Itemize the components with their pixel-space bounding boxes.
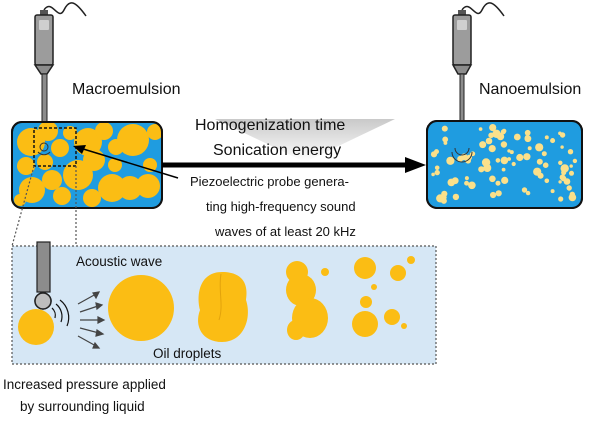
nano-droplet [536,158,543,165]
nano-droplet [490,191,497,199]
process-arrow [162,157,426,173]
wave-arcs [51,299,70,327]
nano-droplet [501,176,509,184]
fan-shape [215,119,395,162]
nano-droplet [440,197,447,204]
deforming-droplet [198,272,248,342]
nano-droplet [524,129,531,136]
nano-droplet [489,175,496,183]
nano-droplet [464,176,469,181]
splitting-droplet [286,261,329,340]
nano-droplet [569,164,573,168]
nano-droplet [566,185,572,191]
nano-droplet [442,136,449,143]
nano-droplet [500,141,508,148]
nano-droplet [524,135,532,143]
nano-droplet [495,158,501,163]
nano-droplet [478,166,485,173]
probe-description-line2: ting high-frequency sound [206,199,356,214]
nano-droplet [434,165,440,171]
probe-description-line1: Piezoelectric probe genera- [190,174,349,189]
nano-droplet [558,160,563,165]
nano-droplet [478,127,483,131]
nano-droplet [550,138,556,144]
nano-droplet [561,169,567,176]
inset-panel [11,241,437,365]
nano-droplet [550,189,555,194]
nano-droplet [542,162,549,168]
nano-droplet [495,180,501,186]
nano-droplet [430,151,438,158]
nano-droplet [488,145,496,153]
nano-droplet [569,191,575,197]
nano-droplet [525,190,531,196]
nano-droplet [521,187,528,193]
nano-droplet [446,156,455,165]
nano-droplet [509,150,514,155]
nano-droplet [464,180,469,186]
nano-droplet [485,137,493,145]
nano-droplet [434,169,440,176]
nano-droplet [481,158,491,167]
nano-droplet [544,178,550,184]
nano-droplet [463,154,467,159]
nanoemulsion-box [426,120,583,209]
nano-droplet [495,190,502,197]
nano-droplet [447,178,456,187]
nano-droplet [452,193,460,201]
nano-droplet [496,132,505,141]
oil-droplets-label: Oil droplets [153,346,222,361]
nano-droplet [567,149,574,155]
small-droplets [352,256,415,337]
macroemulsion-label: Macroemulsion [72,81,180,98]
nano-droplet [468,181,476,190]
pressure-description-line1: Increased pressure applied [3,377,166,392]
nano-droplet [507,149,511,153]
nano-droplet [533,167,542,176]
nano-droplet [558,196,564,202]
nano-droplet [544,135,549,140]
nano-droplet [488,132,494,139]
nano-droplet [560,145,564,149]
nano-droplet [535,143,544,152]
probe-callout-arrow [73,145,179,179]
acoustic-wave-label: Acoustic wave [76,254,162,269]
nano-droplet [560,175,567,182]
nano-droplet [431,172,435,177]
nano-droplet [516,153,524,162]
homogenization-time-label: Homogenization time [195,117,345,134]
nano-droplet [511,161,516,167]
nano-droplet [507,157,511,161]
nano-droplet [527,146,532,151]
nano-droplet [558,180,562,184]
probe-description-line3: waves of at least 20 kHz [214,224,356,239]
nano-droplet [466,154,472,161]
pressure-arrows [77,291,106,349]
nano-droplet [513,133,521,141]
nano-droplet [501,167,506,172]
pressure-description-line2: by surrounding liquid [20,399,145,414]
large-droplet [108,275,174,341]
nanoemulsion-label: Nanoemulsion [479,81,581,98]
nano-droplet [569,170,574,176]
nano-droplet [541,151,547,157]
nano-droplet [559,132,566,138]
nano-droplet [572,158,578,164]
nano-droplet [500,129,506,135]
nano-droplet [443,141,448,145]
probe-icon-right [451,2,505,143]
nano-droplet [441,125,448,132]
nano-droplet [500,156,509,165]
nano-droplet [523,153,531,161]
nano-droplet [479,141,487,149]
nano-droplet [489,124,497,132]
macroemulsion-box [11,121,163,209]
sonication-energy-label: Sonication energy [213,142,341,159]
